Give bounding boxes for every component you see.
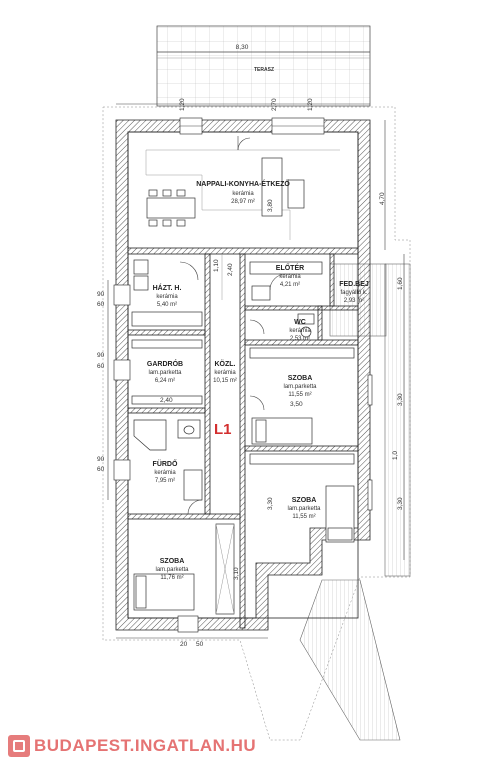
room-material: kerámia (154, 470, 176, 476)
living-room-outline (145, 136, 340, 240)
wc-fixtures (249, 313, 315, 338)
dim-top-a: 1,20 (179, 98, 186, 111)
dim-left-c2: 60 (97, 466, 105, 473)
room-label-gardrob: GARDRÓB lam.parketta 6,24 m² (147, 359, 183, 384)
room-material: kerámia (289, 328, 311, 334)
room-name: NAPPALI-KONYHA-ÉTKEZŐ (196, 179, 290, 188)
room-area: 10,15 m² (213, 378, 237, 384)
terrace-width-dim: 8,30 (236, 44, 249, 51)
room-area: 11,55 m² (288, 392, 311, 398)
room-name: SZOBA (160, 558, 185, 565)
dim-right-c: 3,30 (397, 497, 404, 510)
dim-top-c: 1,20 (307, 98, 314, 111)
bedroom1-furniture (249, 347, 355, 445)
windows (113, 117, 373, 633)
room-material: kerámia (232, 191, 254, 197)
room-material: lam.parketta (155, 567, 189, 573)
room-area: 11,76 m² (160, 575, 183, 581)
room-material: lam.parketta (283, 384, 317, 390)
room-label-nappali: NAPPALI-KONYHA-ÉTKEZŐ kerámia 28,97 m² (196, 179, 290, 205)
room-material: fagyálló k. (340, 290, 367, 296)
room-name: SZOBA (288, 375, 313, 382)
room-area: 6,24 m² (155, 378, 175, 384)
dining-table (146, 189, 196, 227)
room-area: 2,93 m² (344, 298, 364, 304)
dim-left-b1: 90 (97, 352, 105, 359)
room-label-furdo: FÜRDŐ kerámia 7,95 m² (153, 459, 178, 484)
kitchen-island (261, 157, 305, 217)
budapest-ingatlan-logo-icon (8, 735, 30, 757)
room-material: kerámia (214, 370, 236, 376)
bathroom-fixtures (133, 419, 203, 515)
dim-bot-b: 50 (196, 641, 204, 648)
room-area: 7,95 m² (155, 478, 175, 484)
room-label-wc: WC kerámia 2,53 m² (289, 319, 311, 342)
room-name: FÜRDŐ (153, 459, 178, 468)
dim-inner-e: 2,40 (160, 397, 173, 404)
room-area: 4,21 m² (280, 282, 300, 288)
room-label-szoba1: SZOBA lam.parketta 11,55 m² (283, 375, 317, 398)
room-label-fedbej: FED.BEJ fagyálló k. 2,93 m² (339, 281, 369, 304)
room-material: lam.parketta (287, 506, 321, 512)
bedroom3-furniture (133, 523, 235, 615)
room-name: ELŐTÉR (276, 263, 304, 272)
dim-right-b: 3,30 (397, 393, 404, 406)
dimension-labels: 1,20 2,70 1,20 4,70 1,10 2,40 1,60 3,30 … (97, 98, 404, 648)
room-material: kerámia (279, 274, 301, 280)
room-label-haztart: HÁZT. H. kerámia 5,40 m² (153, 283, 182, 308)
utility-room-fixtures (131, 259, 203, 327)
room-label-szoba2: SZOBA lam.parketta 11,55 m² (287, 497, 321, 520)
room-label-eloter: ELŐTÉR kerámia 4,21 m² (276, 263, 304, 288)
interior-walls (127, 247, 359, 629)
terrace-label: TERASZ (254, 67, 274, 73)
dim-mid-b: 2,40 (227, 263, 234, 276)
dim-right-a: 1,60 (397, 277, 404, 290)
room-area: 28,97 m² (231, 199, 255, 205)
room-area: 2,53 m² (290, 336, 310, 342)
room-label-szoba3: SZOBA lam.parketta 11,76 m² (155, 558, 189, 581)
room-name: SZOBA (292, 497, 317, 504)
room-name: WC (294, 319, 306, 326)
dim-right-total: 4,70 (379, 192, 386, 205)
room-material: lam.parketta (148, 370, 182, 376)
room-name: HÁZT. H. (153, 283, 182, 292)
bedroom2-furniture (249, 453, 355, 543)
dimension-lines (107, 51, 405, 639)
dim-inner-b: 3,50 (290, 401, 303, 408)
room-material: kerámia (156, 294, 178, 300)
dim-left-c1: 90 (97, 456, 105, 463)
dim-inner-d: 3,10 (233, 567, 240, 580)
watermark: BUDAPEST.INGATLAN.HU (8, 735, 256, 757)
wardrobe-fixtures (131, 339, 203, 405)
dim-inner-f: 1,0 (392, 451, 399, 460)
dim-top-b: 2,70 (271, 98, 278, 111)
dim-left-b2: 60 (97, 363, 105, 370)
dim-inner-a: 3,80 (267, 199, 274, 212)
hallway-fixtures (249, 261, 323, 301)
room-area: 11,55 m² (292, 514, 315, 520)
room-name: GARDRÓB (147, 359, 183, 368)
dim-left-a1: 90 (97, 291, 105, 298)
dim-mid-a: 1,10 (213, 259, 220, 272)
dim-left-a2: 60 (97, 301, 105, 308)
dim-inner-c: 3,30 (267, 497, 274, 510)
dim-bot-a: 20 (180, 641, 188, 648)
room-area: 5,40 m² (157, 302, 177, 308)
plan-label: L1 (214, 421, 232, 438)
watermark-text: BUDAPEST.INGATLAN.HU (34, 736, 257, 755)
room-name: KÖZL. (215, 359, 236, 368)
terrace: 8,30 TERASZ (156, 25, 371, 107)
room-label-kozl: KÖZL. kerámia 10,15 m² (213, 359, 237, 384)
room-name: FED.BEJ (339, 281, 369, 288)
